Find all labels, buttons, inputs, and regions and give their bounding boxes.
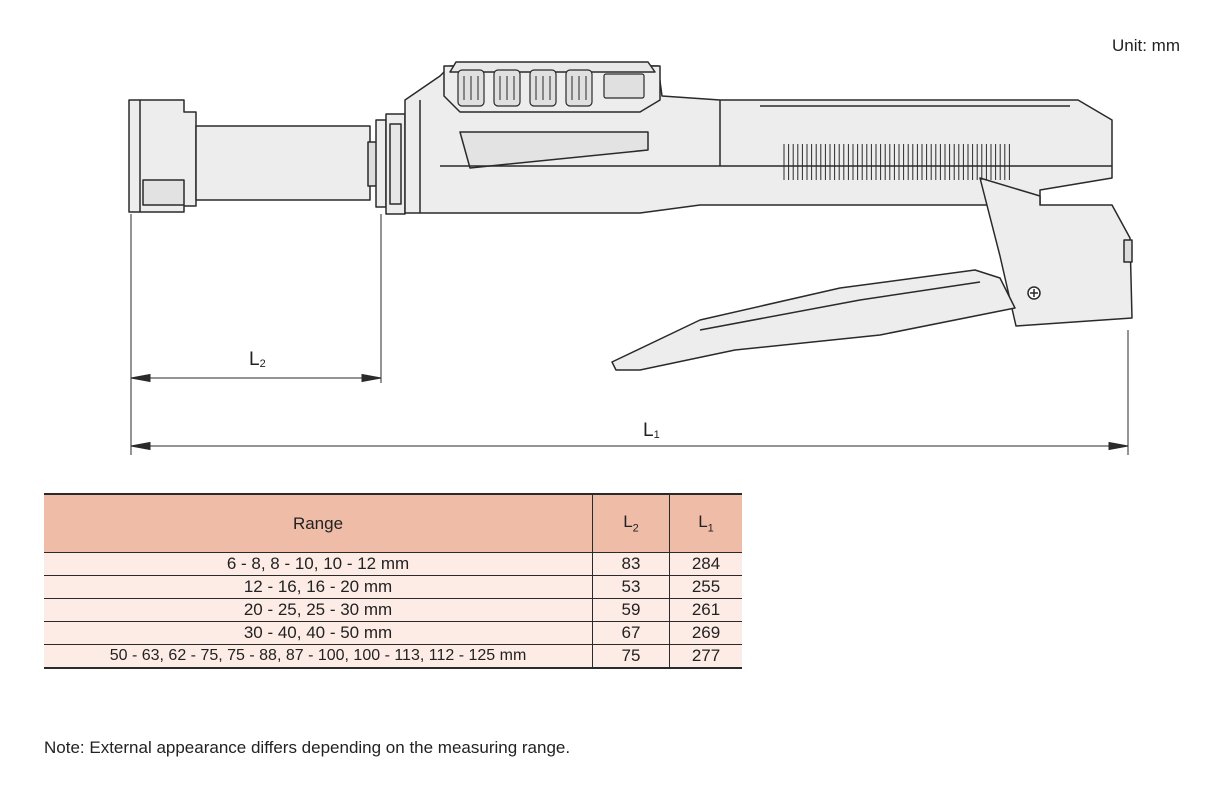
- table-row: 6 - 8, 8 - 10, 10 - 12 mm 83 284: [44, 552, 742, 576]
- cell-l1: 269: [669, 621, 742, 645]
- unit-label: Unit: mm: [1112, 36, 1180, 55]
- cell-l2: 83: [592, 552, 670, 576]
- collar: [375, 119, 387, 208]
- extension-rod: [195, 125, 371, 201]
- cell-l1: 261: [669, 598, 742, 622]
- label-l2: L2: [249, 349, 266, 370]
- cell-l2: 59: [592, 598, 670, 622]
- cell-range: 30 - 40, 40 - 50 mm: [44, 621, 593, 645]
- lever: [611, 269, 1016, 371]
- cell-range: 6 - 8, 8 - 10, 10 - 12 mm: [44, 552, 593, 576]
- table-row: 30 - 40, 40 - 50 mm 67 269: [44, 621, 742, 645]
- cell-l1: 277: [669, 644, 742, 669]
- table-row: 50 - 63, 62 - 75, 75 - 88, 87 - 100, 100…: [44, 644, 742, 669]
- cell-range: 12 - 16, 16 - 20 mm: [44, 575, 593, 599]
- spec-table-wrapper: Range L2 L1 6 - 8, 8 - 10, 10 - 12 mm 83…: [44, 493, 742, 669]
- cell-range: 50 - 63, 62 - 75, 75 - 88, 87 - 100, 100…: [44, 644, 593, 669]
- header-l1: L1: [669, 493, 742, 553]
- grip-vents: [783, 144, 1010, 180]
- grip: [979, 177, 1133, 327]
- table-header-row: Range L2 L1: [44, 493, 742, 553]
- micrometer-drawing: [128, 61, 1133, 455]
- cell-l2: 67: [592, 621, 670, 645]
- cell-l2: 75: [592, 644, 670, 669]
- cell-range: 20 - 25, 25 - 30 mm: [44, 598, 593, 622]
- cell-l1: 255: [669, 575, 742, 599]
- spec-table: Range L2 L1 6 - 8, 8 - 10, 10 - 12 mm 83…: [44, 493, 742, 669]
- header-l2: L2: [592, 493, 670, 553]
- cell-l1: 284: [669, 552, 742, 576]
- table-row: 20 - 25, 25 - 30 mm 59 261: [44, 598, 742, 622]
- cell-l2: 53: [592, 575, 670, 599]
- table-row: 12 - 16, 16 - 20 mm 53 255: [44, 575, 742, 599]
- label-l1: L1: [643, 420, 660, 441]
- header-range: Range: [44, 493, 593, 553]
- note-text: Note: External appearance differs depend…: [44, 738, 571, 757]
